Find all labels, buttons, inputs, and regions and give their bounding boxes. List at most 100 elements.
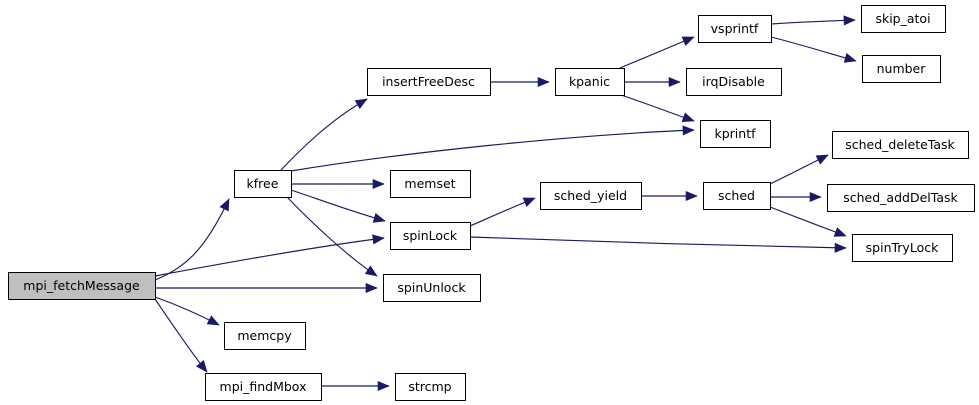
edge-arrowhead <box>364 265 378 277</box>
edge-kpanic-to-irqDisable <box>624 76 681 88</box>
edge-arrowhead <box>377 380 390 392</box>
edge-arrowhead <box>843 53 857 63</box>
edge-arrowhead <box>815 154 829 165</box>
node-strcmp[interactable]: strcmp <box>395 373 466 401</box>
node-spinLock[interactable]: spinLock <box>390 222 471 250</box>
edge-arrowhead <box>834 242 847 253</box>
edge-arrowhead <box>372 213 386 223</box>
node-box[interactable] <box>555 68 625 96</box>
edge-arrowhead <box>372 178 385 190</box>
edge-sched_yield-to-sched <box>641 190 698 202</box>
node-skip_atoi[interactable]: skip_atoi <box>861 5 946 33</box>
node-box[interactable] <box>686 68 782 96</box>
edge-line <box>154 237 385 277</box>
node-box[interactable] <box>852 234 953 262</box>
edge-vsprintf-to-number <box>770 36 857 63</box>
node-kfree[interactable]: kfree <box>234 170 292 198</box>
node-vsprintf[interactable]: vsprintf <box>698 15 772 43</box>
node-box[interactable] <box>700 120 771 148</box>
edge-arrowhead <box>843 15 856 26</box>
edge-line <box>770 36 857 62</box>
edge-mpi_fetchMessage-to-memcpy <box>154 296 220 326</box>
node-box[interactable] <box>832 131 969 159</box>
edge-arrowhead <box>354 98 368 110</box>
node-memcpy[interactable]: memcpy <box>224 322 306 350</box>
node-kpanic[interactable]: kpanic <box>555 68 625 96</box>
edge-line <box>280 98 368 171</box>
node-spinUnlock[interactable]: spinUnlock <box>383 274 481 302</box>
edge-sched-to-spinTryLock <box>769 206 847 237</box>
node-mpi_fetchMessage[interactable]: mpi_fetchMessage <box>8 272 156 300</box>
edge-line <box>620 94 695 122</box>
edges-layer <box>154 15 857 392</box>
node-box[interactable] <box>390 170 471 198</box>
node-mpi_findMbox[interactable]: mpi_findMbox <box>205 373 322 401</box>
node-number[interactable]: number <box>862 55 941 83</box>
node-box[interactable] <box>383 274 481 302</box>
edge-mpi_findMbox-to-strcmp <box>321 380 390 392</box>
node-box[interactable] <box>367 68 491 96</box>
node-sched_deleteTask[interactable]: sched_deleteTask <box>832 131 969 159</box>
edge-kfree-to-insertFreeDesc <box>280 98 368 171</box>
edge-insertFreeDesc-to-kpanic <box>490 76 550 88</box>
node-spinTryLock[interactable]: spinTryLock <box>852 234 953 262</box>
node-sched_addDelTask[interactable]: sched_addDelTask <box>827 184 975 212</box>
edge-kfree-to-kprintf <box>290 125 695 172</box>
edge-arrowhead <box>206 315 220 326</box>
node-irqDisable[interactable]: irqDisable <box>686 68 782 96</box>
edge-arrowhead <box>372 234 385 245</box>
node-memset[interactable]: memset <box>390 170 471 198</box>
edge-vsprintf-to-skip_atoi <box>770 15 856 26</box>
node-box[interactable] <box>540 182 642 210</box>
edge-mpi_fetchMessage-to-kfree <box>154 198 230 281</box>
edge-kpanic-to-kprintf <box>620 94 695 123</box>
edge-kfree-to-memset <box>291 178 385 190</box>
node-kprintf[interactable]: kprintf <box>700 120 771 148</box>
edge-sched-to-sched_deleteTask <box>769 154 829 185</box>
edge-line <box>154 298 208 373</box>
node-box[interactable] <box>8 272 156 300</box>
node-box[interactable] <box>827 184 975 212</box>
edge-arrowhead <box>681 112 695 123</box>
node-box[interactable] <box>234 170 292 198</box>
edge-line <box>290 189 386 222</box>
edge-line <box>770 19 856 25</box>
edge-sched-to-sched_addDelTask <box>770 191 822 203</box>
node-box[interactable] <box>205 373 322 401</box>
node-box[interactable] <box>390 222 471 250</box>
edge-spinLock-to-sched_yield <box>469 197 536 227</box>
edge-line <box>290 129 695 172</box>
edge-kpanic-to-vsprintf <box>619 36 695 69</box>
edge-line <box>619 36 695 69</box>
edge-kfree-to-spinUnlock <box>286 196 378 277</box>
node-insertFreeDesc[interactable]: insertFreeDesc <box>367 68 491 96</box>
edge-line <box>154 198 230 281</box>
node-box[interactable] <box>698 15 772 43</box>
node-box[interactable] <box>395 373 466 401</box>
edge-arrowhead <box>809 191 822 203</box>
edge-arrowhead <box>685 190 698 202</box>
edge-spinLock-to-spinTryLock <box>469 236 847 253</box>
edge-arrowhead <box>195 360 208 373</box>
edge-mpi_fetchMessage-to-spinUnlock <box>155 282 378 294</box>
edge-mpi_fetchMessage-to-spinLock <box>154 234 385 277</box>
node-box[interactable] <box>224 322 306 350</box>
edge-mpi_fetchMessage-to-mpi_findMbox <box>154 298 208 373</box>
nodes-layer: mpi_fetchMessage kfree memcpy mpi_findMbox s… <box>8 5 975 401</box>
edge-arrowhead <box>522 197 536 208</box>
edge-arrowhead <box>682 125 695 136</box>
edge-arrowhead <box>219 198 230 212</box>
node-sched_yield[interactable]: sched_yield <box>540 182 642 210</box>
node-box[interactable] <box>703 182 771 210</box>
edge-kfree-to-spinLock <box>290 189 386 223</box>
edge-arrowhead <box>833 227 847 237</box>
node-box[interactable] <box>862 55 941 83</box>
edge-arrowhead <box>668 76 681 88</box>
edge-line <box>469 236 847 249</box>
node-sched[interactable]: sched <box>703 182 771 210</box>
edge-line <box>286 196 378 277</box>
edge-arrowhead <box>365 282 378 294</box>
node-box[interactable] <box>861 5 946 33</box>
